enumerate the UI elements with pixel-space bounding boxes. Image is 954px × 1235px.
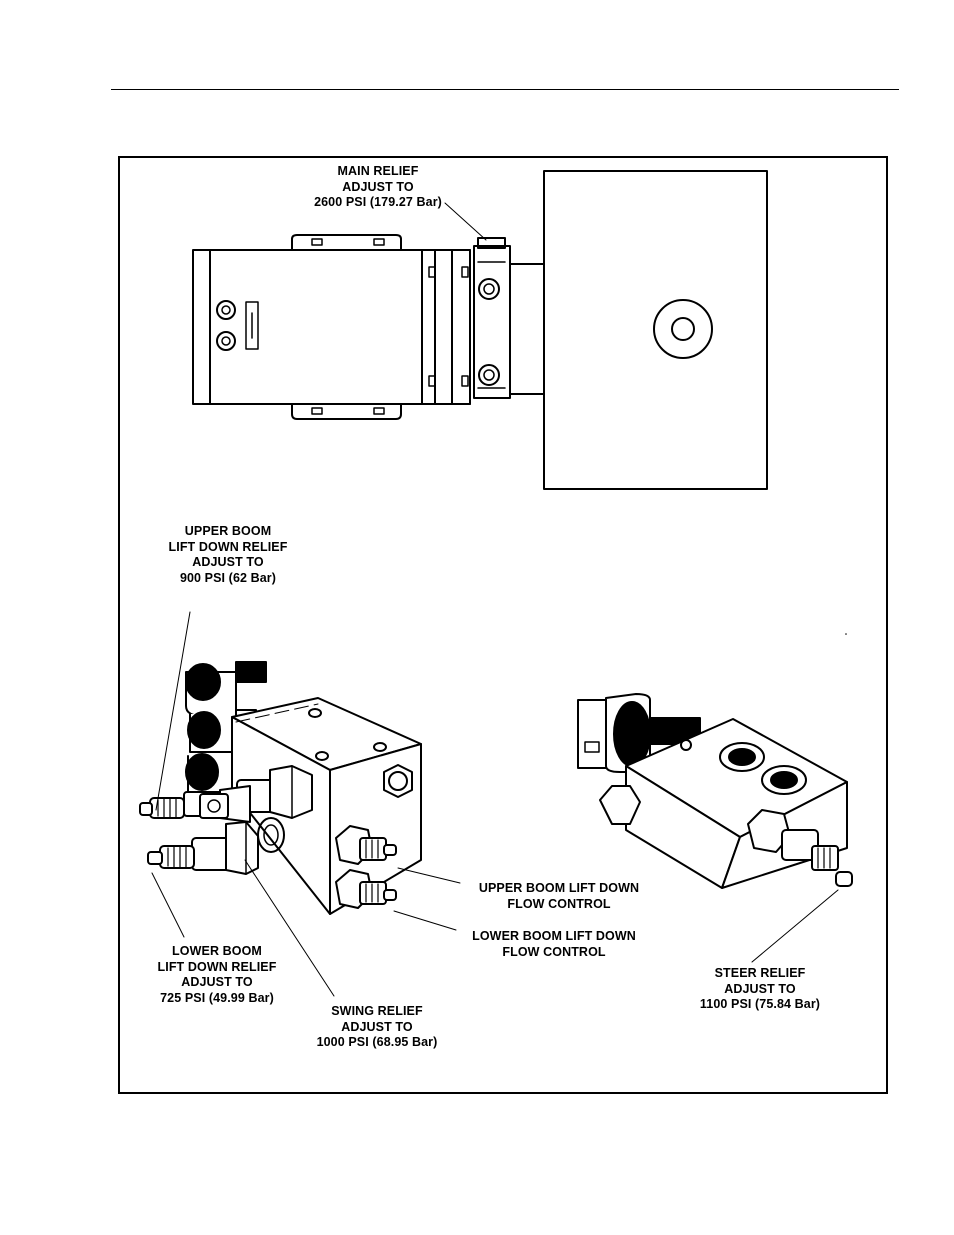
leader-lower-boom-flow xyxy=(393,910,457,931)
main-relief-label: MAIN RELIEF ADJUST TO 2600 PSI (179.27 B… xyxy=(314,164,442,209)
steer-valve xyxy=(577,693,853,889)
boom-valve-manifold xyxy=(139,661,422,915)
leader-upper-boom-relief xyxy=(155,611,191,811)
figure-frame xyxy=(118,156,888,1094)
leader-main-relief xyxy=(444,202,487,241)
leader-lines xyxy=(151,202,839,997)
lower-boom-relief-label: LOWER BOOM LIFT DOWN RELIEF ADJUST TO 72… xyxy=(157,944,277,1005)
pump-motor-assembly xyxy=(192,170,768,490)
leader-lower-boom-relief xyxy=(151,872,185,938)
leader-upper-boom-flow xyxy=(397,867,461,884)
leader-swing-relief xyxy=(244,859,335,997)
lower-boom-flow-control-label: LOWER BOOM LIFT DOWN FLOW CONTROL xyxy=(472,929,636,959)
swing-relief-label: SWING RELIEF ADJUST TO 1000 PSI (68.95 B… xyxy=(316,1004,438,1049)
leader-steer-relief xyxy=(751,889,839,963)
upper-boom-relief-label: UPPER BOOM LIFT DOWN RELIEF ADJUST TO 90… xyxy=(168,524,288,585)
speck xyxy=(845,633,847,635)
upper-boom-flow-control-label: UPPER BOOM LIFT DOWN FLOW CONTROL xyxy=(478,881,640,911)
header-rule xyxy=(111,89,899,90)
steer-relief-label: STEER RELIEF ADJUST TO 1100 PSI (75.84 B… xyxy=(699,966,821,1011)
